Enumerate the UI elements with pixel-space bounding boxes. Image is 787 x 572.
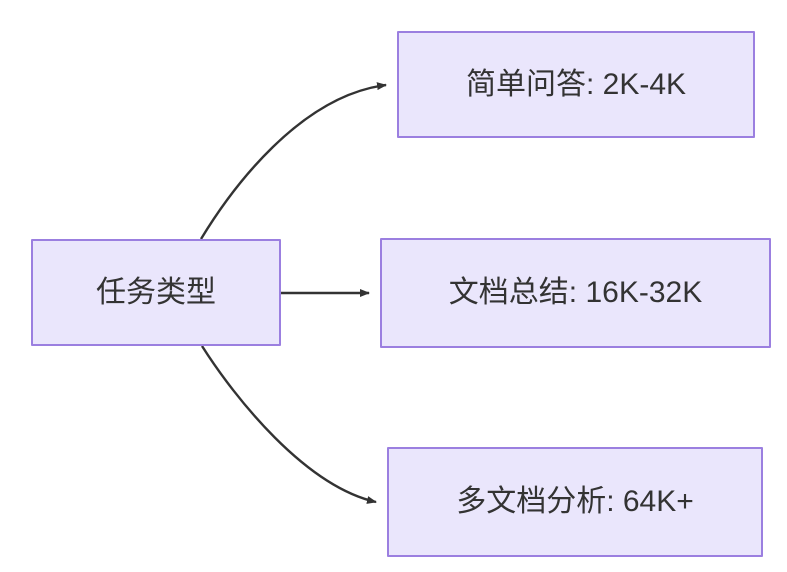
node-doc-summary[interactable]: 文档总结: 16K-32K	[380, 238, 771, 348]
node-label: 简单问答: 2K-4K	[465, 67, 687, 101]
node-label: 文档总结: 16K-32K	[448, 276, 703, 309]
node-label: 任务类型	[96, 275, 216, 309]
edge-source-to-simple-qa	[199, 82, 387, 240]
node-simple-qa[interactable]: 简单问答: 2K-4K	[397, 31, 755, 138]
node-task-type[interactable]: 任务类型	[31, 239, 281, 346]
node-multi-doc[interactable]: 多文档分析: 64K+	[387, 447, 763, 557]
edge-source-to-multi-doc	[200, 345, 377, 504]
node-label: 多文档分析: 64K+	[456, 485, 694, 518]
